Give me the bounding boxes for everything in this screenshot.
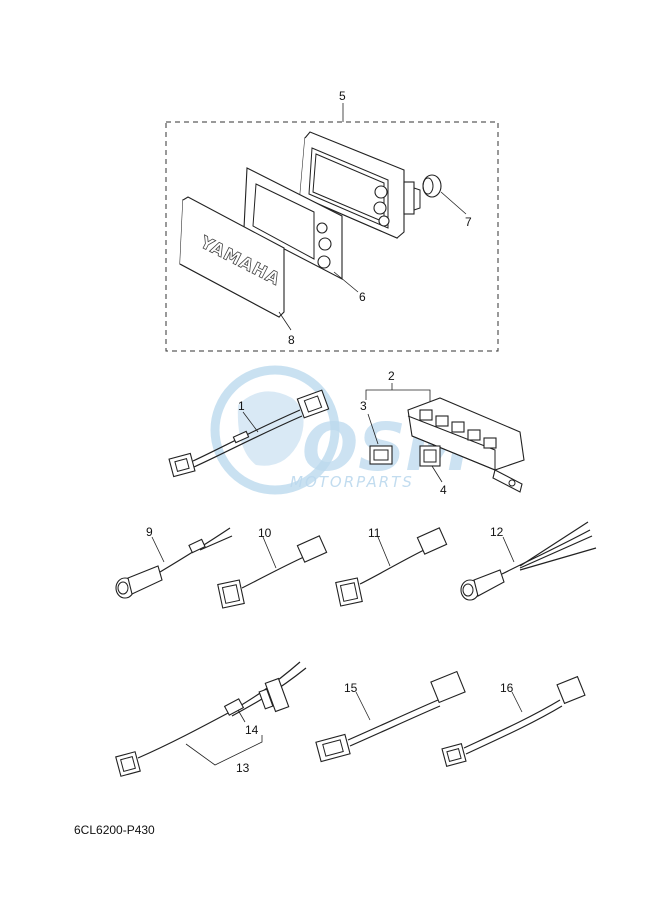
- fuse-holder-14: [223, 698, 245, 716]
- harness-13: [115, 661, 307, 777]
- cable-10: [217, 535, 328, 609]
- callout-14: 14: [245, 723, 259, 737]
- cap: [422, 174, 442, 198]
- display-kit-boundary: [165, 121, 499, 352]
- terminator-3: [369, 445, 393, 465]
- callout-16: 16: [500, 681, 514, 695]
- callout-4: 4: [440, 483, 447, 497]
- callout-9: 9: [146, 525, 153, 539]
- callout-13: 13: [236, 761, 250, 775]
- callout-7: 7: [465, 215, 472, 229]
- callout-2: 2: [388, 369, 395, 383]
- harness-1: [168, 389, 330, 478]
- cable-11: [335, 527, 448, 607]
- callout-5: 5: [339, 89, 346, 103]
- cable-16: [441, 675, 586, 767]
- callout-3: 3: [360, 399, 367, 413]
- callout-8: 8: [288, 333, 295, 347]
- callout-12: 12: [490, 525, 504, 539]
- terminator-4: [419, 445, 441, 467]
- watermark-subtitle: MOTORPARTS: [290, 473, 414, 491]
- cable-9: [115, 527, 233, 599]
- callout-1: 1: [238, 399, 245, 413]
- display-unit: [299, 131, 421, 239]
- junction-box: [407, 397, 525, 493]
- callout-6: 6: [359, 290, 366, 304]
- cable-15: [315, 670, 466, 763]
- callout-10: 10: [258, 526, 272, 540]
- cable-12: [460, 521, 597, 601]
- sun-cover: YAMAHA: [179, 196, 285, 318]
- callout-11: 11: [368, 526, 381, 540]
- drawing-code: 6CL6200-P430: [74, 823, 155, 837]
- callout-15: 15: [344, 681, 358, 695]
